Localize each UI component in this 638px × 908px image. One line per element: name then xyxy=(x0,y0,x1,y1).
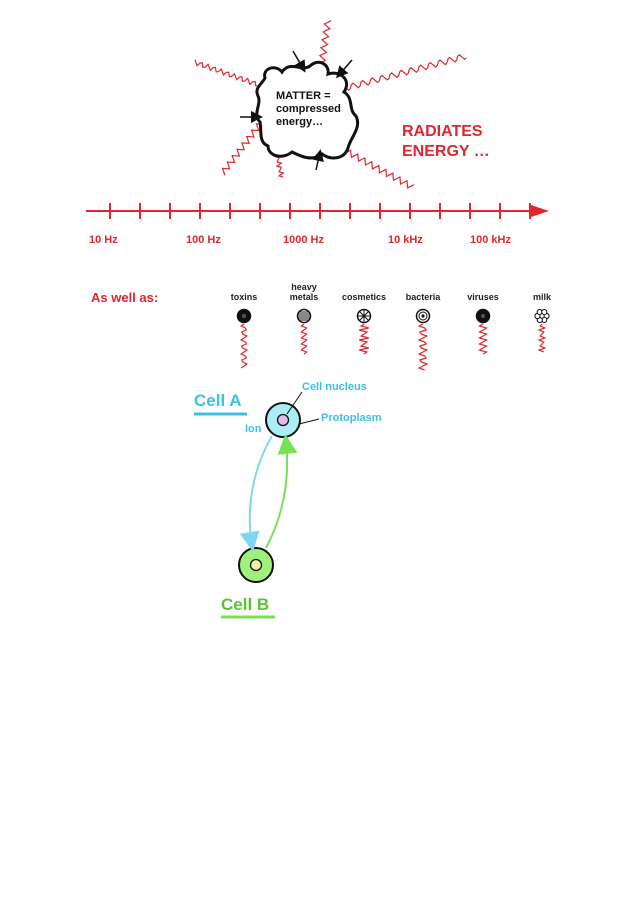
compress-arrow-topright xyxy=(336,59,353,79)
cell-b xyxy=(238,547,274,583)
ion-label: Ion xyxy=(245,423,262,435)
freq-label-10khz: 10 kHz xyxy=(388,234,423,246)
toxins-label: toxins xyxy=(230,292,258,302)
as-well-as-label: As well as: xyxy=(91,290,159,305)
virus-wave xyxy=(477,323,489,355)
cell-a xyxy=(265,402,301,438)
bacteria-wave xyxy=(417,323,429,371)
heavy-metals-icon xyxy=(296,308,312,355)
freq-label-10hz: 10 Hz xyxy=(89,234,118,246)
cell-a-label: Cell A xyxy=(194,391,242,410)
metals-label: metals xyxy=(289,292,319,302)
source-icons xyxy=(236,308,550,371)
freq-label-100hz: 100 Hz xyxy=(186,234,221,246)
energy-ray-2 xyxy=(194,59,263,87)
energy-ray-1 xyxy=(318,20,332,63)
toxin-icon xyxy=(236,308,252,369)
freq-label-100khz: 100 kHz xyxy=(470,234,511,246)
compress-arrow-bottom xyxy=(312,149,324,171)
energy-rays xyxy=(194,20,467,189)
cell-nucleus-label: Cell nucleus xyxy=(302,381,367,393)
frequency-axis xyxy=(86,203,549,219)
cell-b-label: Cell B xyxy=(221,595,270,614)
toxin-wave xyxy=(239,323,249,369)
energy-ray-6 xyxy=(343,149,415,189)
compress-arrow-top xyxy=(292,50,306,73)
energy-ray-3 xyxy=(345,53,467,91)
heavy-label: heavy xyxy=(291,282,317,292)
bacteria-label: bacteria xyxy=(405,292,441,302)
energy-ray-4 xyxy=(221,123,261,176)
protoplasm-pointer xyxy=(298,418,320,425)
milk-icon xyxy=(534,309,550,353)
viruses-label: viruses xyxy=(467,292,499,302)
matter-label: MATTER = compressed energy… xyxy=(276,90,341,128)
protoplasm-label: Protoplasm xyxy=(321,412,382,424)
ion-arrow-a-to-b xyxy=(239,435,273,552)
nucleus-pointer xyxy=(286,391,303,415)
cell-a-nucleus xyxy=(276,413,290,427)
cosmetics-icon xyxy=(356,308,372,355)
milk-wave xyxy=(537,323,547,353)
cosmetics-label: cosmetics xyxy=(341,292,387,302)
cosmetics-wave xyxy=(359,323,369,355)
ion-arrow-b-to-a xyxy=(265,434,298,549)
virus-icon xyxy=(475,308,491,355)
freq-label-1000hz: 1000 Hz xyxy=(283,234,324,246)
radiates-label: RADIATES ENERGY … xyxy=(402,123,490,160)
bacteria-icon xyxy=(415,308,431,371)
cell-b-nucleus xyxy=(249,558,263,572)
milk-label: milk xyxy=(532,292,551,302)
heavy-metals-wave xyxy=(300,323,308,355)
